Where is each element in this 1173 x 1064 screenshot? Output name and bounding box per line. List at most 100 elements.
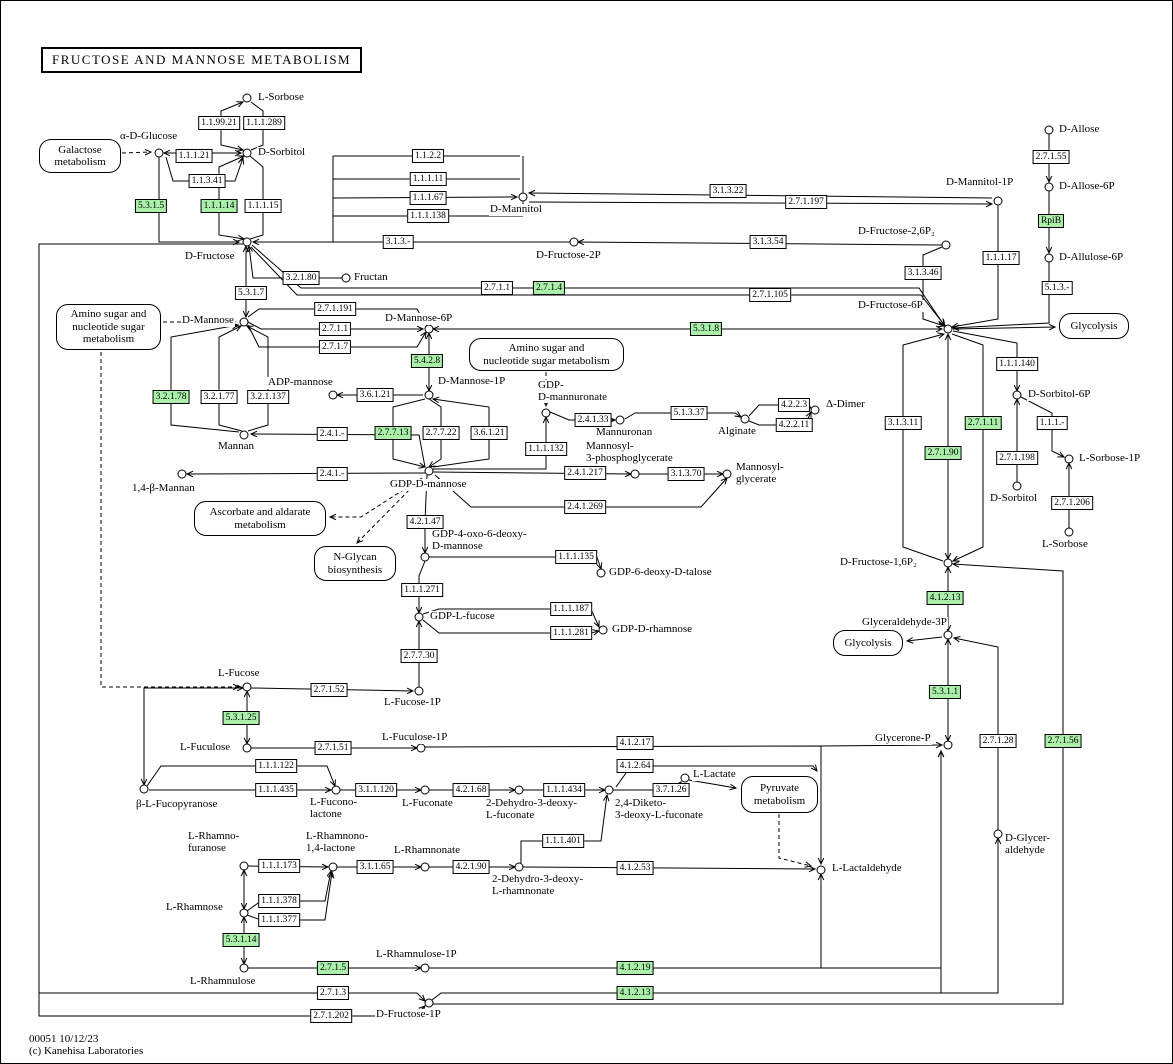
compound-node-gdp-d-mannose[interactable] xyxy=(424,466,434,476)
enzyme-box-2-4-1[interactable]: 2.4.1.- xyxy=(316,467,348,481)
enzyme-box-3-1-3-70[interactable]: 3.1.3.70 xyxy=(667,467,705,481)
enzyme-box-3-1-1-120[interactable]: 3.1.1.120 xyxy=(355,783,397,797)
enzyme-box-2-7-1-4[interactable]: 2.7.1.4 xyxy=(532,281,566,295)
compound-node-l-rhamnose[interactable] xyxy=(239,908,249,918)
compound-node-d-fructose-2-6p[interactable] xyxy=(941,240,951,250)
compound-node-l-rhamnonate[interactable] xyxy=(420,862,430,872)
enzyme-box-1-1-1-135[interactable]: 1.1.1.135 xyxy=(555,550,597,564)
enzyme-box-2-7-1-198[interactable]: 2.7.1.198 xyxy=(996,451,1038,465)
compound-node-2-4-diketo-3-deoxy-l-fuconate[interactable] xyxy=(604,785,614,795)
compound-node-alginate[interactable] xyxy=(740,414,750,424)
enzyme-box-2-7-1-3[interactable]: 2.7.1.3 xyxy=(316,986,350,1000)
enzyme-box-1-1-1-11[interactable]: 1.1.1.11 xyxy=(409,172,447,186)
enzyme-box-2-7-1-197[interactable]: 2.7.1.197 xyxy=(785,195,827,209)
enzyme-box-1-1-3-41[interactable]: 1.1.3.41 xyxy=(188,174,226,188)
compound-node-mannan[interactable] xyxy=(239,430,249,440)
pathway-link-pyruvate-metabolism[interactable]: Pyruvate metabolism xyxy=(741,776,818,813)
compound-node-l-lactate[interactable] xyxy=(680,773,690,783)
enzyme-box-4-1-2-13[interactable]: 4.1.2.13 xyxy=(926,591,964,605)
compound-node-glycerone-p[interactable] xyxy=(943,740,953,750)
compound-node-mannuronan[interactable] xyxy=(615,415,625,425)
enzyme-box-5-3-1-25[interactable]: 5.3.1.25 xyxy=(222,711,260,725)
enzyme-box-2-7-7-13[interactable]: 2.7.7.13 xyxy=(374,426,412,440)
compound-node-l-fuconate[interactable] xyxy=(420,785,430,795)
enzyme-box-4-2-1-68[interactable]: 4.2.1.68 xyxy=(452,783,490,797)
enzyme-box-4-1-2-53[interactable]: 4.1.2.53 xyxy=(616,861,654,875)
enzyme-box-5-3-1-14[interactable]: 5.3.1.14 xyxy=(222,933,260,947)
compound-node-d-fructose-6p[interactable] xyxy=(943,324,953,334)
compound-node-mannosyl-3-phosphoglycerate[interactable] xyxy=(630,469,640,479)
compound-node-2-dehydro-3-deoxy-l-rhamnonate[interactable] xyxy=(514,862,524,872)
enzyme-box-3-1-3-54[interactable]: 3.1.3.54 xyxy=(749,235,787,249)
enzyme-box-2-7-1-191[interactable]: 2.7.1.191 xyxy=(314,302,356,316)
compound-node-l-fucose[interactable] xyxy=(242,682,252,692)
enzyme-box-2-7-1-1[interactable]: 2.7.1.1 xyxy=(318,322,352,336)
compound-node-l-fucono-lactone[interactable] xyxy=(331,785,341,795)
enzyme-box-1-1-1-17[interactable]: 1.1.1.17 xyxy=(982,251,1020,265)
compound-node-d-glycer-aldehyde[interactable] xyxy=(993,829,1003,839)
enzyme-box-1-1-99-21[interactable]: 1.1.99.21 xyxy=(198,116,240,130)
compound-node-2-dehydro-3-deoxy-l-fuconate[interactable] xyxy=(514,785,524,795)
enzyme-box-2-4-1-269[interactable]: 2.4.1.269 xyxy=(564,500,606,514)
enzyme-box-4-2-2-3[interactable]: 4.2.2.3 xyxy=(777,398,811,412)
enzyme-box-1-1-1-138[interactable]: 1.1.1.138 xyxy=(407,209,449,223)
enzyme-box-4-2-2-11[interactable]: 4.2.2.11 xyxy=(775,418,813,432)
enzyme-box-2-7-1-52[interactable]: 2.7.1.52 xyxy=(310,683,348,697)
enzyme-box-3-2-1-80[interactable]: 3.2.1.80 xyxy=(282,271,320,285)
enzyme-box-1-1-1-140[interactable]: 1.1.1.140 xyxy=(996,357,1038,371)
compound-node-gdp-d-rhamnose[interactable] xyxy=(598,625,608,635)
enzyme-box-2-4-1[interactable]: 2.4.1.- xyxy=(316,427,348,441)
enzyme-box-3-7-1-26[interactable]: 3.7.1.26 xyxy=(652,783,690,797)
enzyme-box-5-3-1-7[interactable]: 5.3.1.7 xyxy=(234,286,268,300)
compound-node-l-lactaldehyde[interactable] xyxy=(816,865,826,875)
enzyme-box-2-7-1-28[interactable]: 2.7.1.28 xyxy=(979,734,1017,748)
compound-node-d-fructose-1p[interactable] xyxy=(424,998,434,1008)
enzyme-box-2-7-1-202[interactable]: 2.7.1.202 xyxy=(310,1009,352,1023)
enzyme-box-3-1-1-65[interactable]: 3.1.1.65 xyxy=(356,860,394,874)
enzyme-box-1-1-1-14[interactable]: 1.1.1.14 xyxy=(200,199,238,213)
compound-node-d-sorbitol[interactable] xyxy=(1012,481,1022,491)
compound-node-1-4-mannan[interactable] xyxy=(177,469,187,479)
enzyme-box-3-1-3-22[interactable]: 3.1.3.22 xyxy=(709,184,747,198)
pathway-link-amino-sugar-and-nucleotide-sugar-metabolism[interactable]: Amino sugar and nucleotide sugar metabol… xyxy=(469,338,624,371)
compound-node-l-sorbose[interactable] xyxy=(242,93,252,103)
pathway-link-n-glycan-biosynthesis[interactable]: N-Glycan biosynthesis xyxy=(314,546,396,581)
compound-node-fructan[interactable] xyxy=(341,273,351,283)
compound-node-gdp-d-mannuronate[interactable] xyxy=(541,408,551,418)
compound-node-l-fuculose[interactable] xyxy=(242,743,252,753)
enzyme-box-1-1-1-435[interactable]: 1.1.1.435 xyxy=(255,783,297,797)
enzyme-box-2-7-1-90[interactable]: 2.7.1.90 xyxy=(924,446,962,460)
compound-node-d-allose-6p[interactable] xyxy=(1044,182,1054,192)
compound-node-d-fructose[interactable] xyxy=(242,237,252,247)
enzyme-box-2-7-1-1[interactable]: 2.7.1.1 xyxy=(480,281,514,295)
enzyme-box-1-1-1-281[interactable]: 1.1.1.281 xyxy=(550,626,592,640)
enzyme-box-1-1-1-132[interactable]: 1.1.1.132 xyxy=(525,442,567,456)
enzyme-box-1-1-1-401[interactable]: 1.1.1.401 xyxy=(542,834,584,848)
enzyme-box-1-1-1-378[interactable]: 1.1.1.378 xyxy=(258,894,300,908)
compound-node-adp-mannose[interactable] xyxy=(328,390,338,400)
enzyme-box-3-6-1-21[interactable]: 3.6.1.21 xyxy=(356,388,394,402)
compound-node-l-rhamnulose[interactable] xyxy=(239,963,249,973)
compound-node-gdp-6-deoxy-d-talose[interactable] xyxy=(596,568,606,578)
enzyme-box-2-4-1-33[interactable]: 2.4.1.33 xyxy=(574,413,612,427)
compound-node-l-fucopyranose[interactable] xyxy=(139,784,149,794)
enzyme-box-5-3-1-1[interactable]: 5.3.1.1 xyxy=(928,685,962,699)
enzyme-box-2-4-1-217[interactable]: 2.4.1.217 xyxy=(564,466,606,480)
compound-node-d-glucose[interactable] xyxy=(154,148,164,158)
enzyme-box-1-1-2-2[interactable]: 1.1.2.2 xyxy=(411,149,445,163)
enzyme-box-1-1-1[interactable]: 1.1.1.- xyxy=(1036,416,1068,430)
enzyme-box-2-7-1-56[interactable]: 2.7.1.56 xyxy=(1044,734,1082,748)
pathway-link-amino-sugar-and-nucleotide-sugar-metabolism[interactable]: Amino sugar and nucleotide sugar metabol… xyxy=(56,304,161,350)
enzyme-box-2-7-1-5[interactable]: 2.7.1.5 xyxy=(316,961,350,975)
enzyme-box-1-1-1-377[interactable]: 1.1.1.377 xyxy=(258,913,300,927)
compound-node-dimer[interactable] xyxy=(810,405,820,415)
compound-node-glyceraldehyde-3p[interactable] xyxy=(943,630,953,640)
compound-node-l-fuculose-1p[interactable] xyxy=(416,743,426,753)
enzyme-box-3-1-3-46[interactable]: 3.1.3.46 xyxy=(904,266,942,280)
enzyme-box-3-2-1-77[interactable]: 3.2.1.77 xyxy=(200,390,238,404)
compound-node-l-sorbose-1p[interactable] xyxy=(1064,454,1074,464)
pathway-link-galactose-metabolism[interactable]: Galactose metabolism xyxy=(39,139,121,173)
enzyme-box-2-7-7-22[interactable]: 2.7.7.22 xyxy=(422,426,460,440)
enzyme-box-4-2-1-47[interactable]: 4.2.1.47 xyxy=(406,515,444,529)
enzyme-box-3-2-1-137[interactable]: 3.2.1.137 xyxy=(247,390,289,404)
